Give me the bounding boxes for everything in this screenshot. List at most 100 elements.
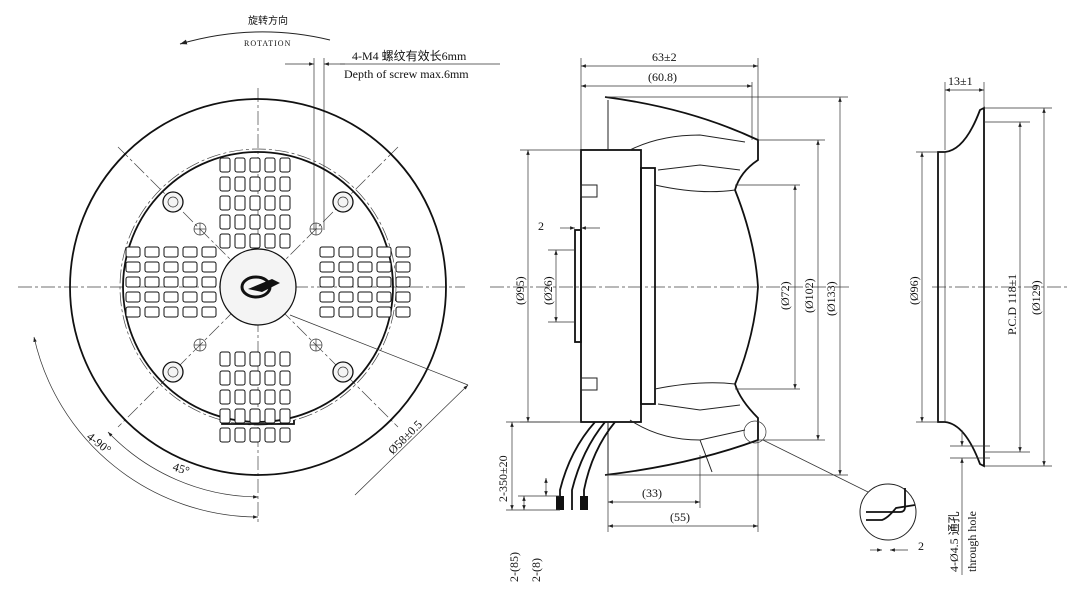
detail-marker [743,420,767,444]
vent-slot-right [376,291,392,303]
hole-note-cn: 4-Ø4.5 通孔 [947,511,961,572]
vent-slot-right [376,246,392,258]
angle-45-label: 45° [171,460,191,479]
vent-slot-right [338,306,354,318]
vent-slot-bottom [279,389,291,405]
vent-slot-right [395,261,411,273]
vent-slot-left [125,246,141,258]
outer-ring [69,98,447,476]
dim-55-label: (55) [670,510,690,524]
vent-slot-right [338,261,354,273]
vent-slot-bottom [264,408,276,424]
depth-body-label: (60.8) [648,70,677,84]
vent-slot-top [219,157,231,173]
vent-slot-left [163,261,179,273]
vent-slot-right [376,306,392,318]
vent-slot-left [163,306,179,318]
m4-hole-3 [193,338,207,352]
side-view: 63±2 (60.8) (Ø95) (Ø26) [490,50,924,582]
vent-slot-left [163,276,179,288]
vent-slot-right [357,291,373,303]
vent-slot-left [144,276,160,288]
vent-slot-top [219,195,231,211]
pcd-label: P.C.D 118±1 [1005,274,1019,335]
vent-slot-right [319,306,335,318]
vent-slot-right [319,276,335,288]
motor-shaft-cap [574,229,582,343]
vent-slot-top [234,195,246,211]
vent-slot-top [234,176,246,192]
vent-slot-right [319,246,335,258]
motor-body [580,149,642,423]
vent-slot-bottom [279,427,291,443]
blade-line-4 [657,403,741,411]
lead-terminal-2 [580,496,588,510]
lead-terminal-1 [556,496,564,510]
dim-2-label: 2 [538,219,544,233]
vent-slot-right [376,261,392,273]
vent-slot-top [264,157,276,173]
hole-note-en: through hole [965,511,979,572]
vent-slot-top [264,214,276,230]
vent-slot-top [264,233,276,249]
vent-slot-right [338,276,354,288]
vent-slot-left [201,291,217,303]
ring-view: 13±1 (Ø96) P.C.D 118±1 (Ø129) 4-Ø4.5 通孔 … [907,74,1070,575]
blade-lower-tip [699,439,713,473]
vent-slot-left [182,306,198,318]
vent-slot-bottom [249,389,261,405]
vent-slot-left [144,246,160,258]
mount-screw-1 [162,191,184,213]
angle-45-arc [107,431,259,499]
lead-85-label: 2-(85) [507,552,521,582]
dia-129-label: (Ø129) [1029,280,1043,315]
bolt-circle-line [119,148,397,426]
vent-slot-top [249,157,261,173]
dia-72-label: (Ø72) [778,281,792,310]
vent-slot-right [395,246,411,258]
vent-slot-right [338,246,354,258]
front-view: 旋转方向 ROTATION 4-M4 螺纹有效长6mm Depth of scr… [18,14,500,525]
vent-slot-top [234,233,246,249]
vent-slot-bottom [264,389,276,405]
vent-slot-top [279,233,291,249]
screw-note-cn: 4-M4 螺纹有效长6mm [352,48,467,63]
vent-slot-left [182,276,198,288]
blade-line-3 [657,164,741,171]
blade-upper-edge [629,134,746,151]
vent-slot-left [201,276,217,288]
vent-slot-left [144,261,160,273]
vent-slot-bottom [279,370,291,386]
vent-slot-bottom [249,370,261,386]
detail-leader [762,439,869,493]
vent-slot-right [357,246,373,258]
vent-slot-right [338,291,354,303]
vent-slot-top [249,233,261,249]
vent-slot-bottom [234,389,246,405]
dia-96-label: (Ø96) [907,276,921,305]
vent-slot-bottom [234,370,246,386]
vent-slot-left [201,246,217,258]
blade-lower-edge [629,419,746,441]
vent-slot-top [279,157,291,173]
vent-slot-bottom [219,427,231,443]
mount-screw-2 [332,191,354,213]
vent-slot-bottom [249,427,261,443]
vent-slot-left [163,291,179,303]
lead-length-label: 2-350±20 [496,455,510,502]
vent-slot-left [125,291,141,303]
dia-95-label: (Ø95) [513,276,527,305]
vent-slot-bottom [219,408,231,424]
dia-26-label: (Ø26) [541,276,555,305]
lead-wire-2 [571,421,606,510]
vent-slot-bottom [264,351,276,367]
impeller-outline [604,96,759,476]
m4-hole-4 [309,338,323,352]
vent-slot-left [163,246,179,258]
vent-slot-bottom [219,351,231,367]
m4-hole-2 [309,222,323,236]
vent-slot-bottom [219,370,231,386]
vent-slot-left [182,261,198,273]
vent-slot-bottom [219,389,231,405]
